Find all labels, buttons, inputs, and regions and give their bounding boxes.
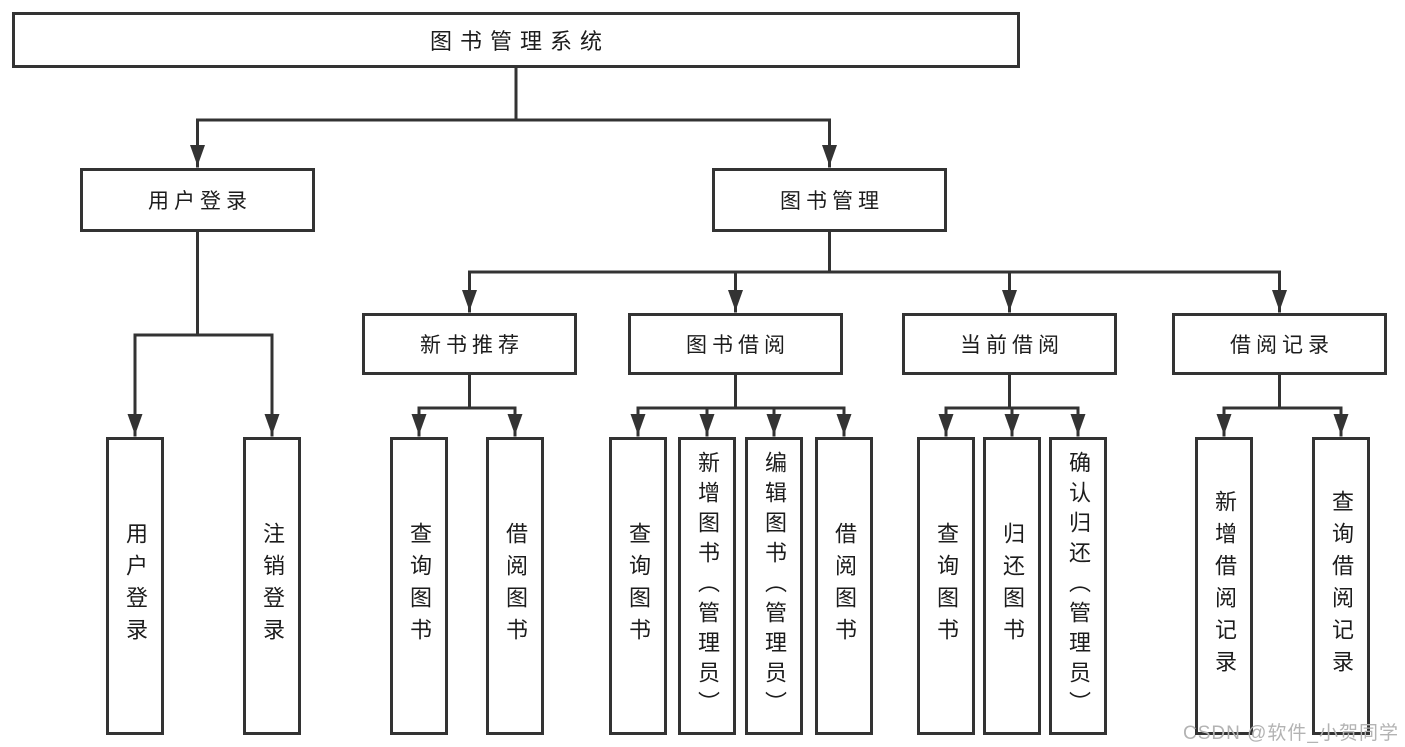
node-book-mgmt: 图书管理 <box>712 168 947 232</box>
leaf-label: 新增借阅记录 <box>1212 490 1237 682</box>
node-book-borrow: 图书借阅 <box>628 313 843 375</box>
node-root: 图书管理系统 <box>12 12 1020 68</box>
node-user-login: 用户登录 <box>80 168 315 232</box>
leaf-current-borrow-1: 归还图书 <box>983 437 1041 735</box>
wires-root <box>190 66 837 168</box>
wires-book-borrow <box>630 373 852 437</box>
leaf-label: 新增图书（管理员） <box>695 451 720 721</box>
leaf-book-borrow-1: 新增图书（管理员） <box>678 437 736 735</box>
node-new-book: 新书推荐 <box>362 313 577 375</box>
leaf-label: 借阅图书 <box>832 522 857 650</box>
leaf-label: 用户登录 <box>123 522 148 650</box>
wires-user-login <box>127 230 280 437</box>
node-borrow-record: 借阅记录 <box>1172 313 1387 375</box>
leaf-label: 查询图书 <box>934 522 959 650</box>
leaf-label: 归还图书 <box>1000 522 1025 650</box>
wires-new-book <box>411 373 523 437</box>
leaf-book-borrow-0: 查询图书 <box>609 437 667 735</box>
wires-book-mgmt <box>462 230 1287 313</box>
node-new-book-label: 新书推荐 <box>420 334 524 357</box>
node-book-mgmt-label: 图书管理 <box>780 190 884 213</box>
leaf-book-borrow-3: 借阅图书 <box>815 437 873 735</box>
leaf-new-book-0: 查询图书 <box>390 437 448 735</box>
leaf-label: 确认归还（管理员） <box>1066 451 1091 721</box>
leaf-borrow-record-1: 查询借阅记录 <box>1312 437 1370 735</box>
leaf-label: 查询图书 <box>626 522 651 650</box>
leaf-new-book-1: 借阅图书 <box>486 437 544 735</box>
leaf-current-borrow-2: 确认归还（管理员） <box>1049 437 1107 735</box>
node-book-borrow-label: 图书借阅 <box>686 334 790 357</box>
leaf-label: 注销登录 <box>260 522 285 650</box>
csdn-watermark: CSDN @软件_小贺同学 <box>1183 723 1399 744</box>
wires-borrow-record <box>1216 373 1349 437</box>
wires-current-borrow <box>938 373 1086 437</box>
node-current-borrow-label: 当前借阅 <box>960 334 1064 357</box>
leaf-label: 编辑图书（管理员） <box>762 451 787 721</box>
leaf-user-login-0: 用户登录 <box>106 437 164 735</box>
node-user-login-label: 用户登录 <box>148 190 252 213</box>
leaf-book-borrow-2: 编辑图书（管理员） <box>745 437 803 735</box>
leaf-label: 查询图书 <box>407 522 432 650</box>
leaf-borrow-record-0: 新增借阅记录 <box>1195 437 1253 735</box>
leaf-current-borrow-0: 查询图书 <box>917 437 975 735</box>
node-borrow-record-label: 借阅记录 <box>1230 334 1334 357</box>
leaf-label: 查询借阅记录 <box>1329 490 1354 682</box>
node-root-label: 图书管理系统 <box>429 29 610 54</box>
leaf-user-login-1: 注销登录 <box>243 437 301 735</box>
node-current-borrow: 当前借阅 <box>902 313 1117 375</box>
leaf-label: 借阅图书 <box>503 522 528 650</box>
